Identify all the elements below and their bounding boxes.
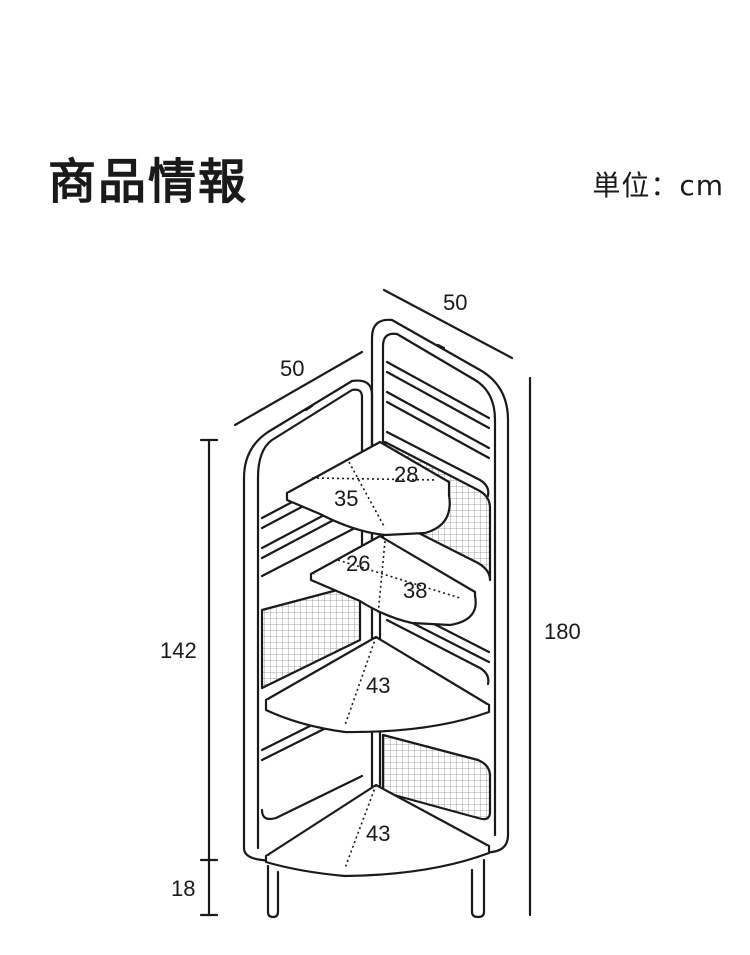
- dimension-lines: [199, 288, 532, 917]
- dim-shelf1-depth: 35: [334, 486, 358, 511]
- left-frame: [242, 379, 374, 864]
- dim-width-right: 50: [443, 290, 467, 315]
- page-title: 商品情報: [48, 154, 249, 210]
- shelf-4: [264, 783, 491, 878]
- unit-label: 単位：cm: [592, 169, 724, 202]
- dim-total-height: 180: [544, 619, 581, 644]
- dim-body-height: 142: [160, 638, 197, 663]
- dim-shelf3-radius: 43: [366, 673, 390, 698]
- shelf-2: [309, 534, 477, 627]
- dim-shelf2-width: 38: [403, 578, 427, 603]
- dim-leg-height: 18: [171, 876, 195, 901]
- shelf-1: [285, 440, 451, 537]
- dim-shelf2-depth: 26: [346, 551, 370, 576]
- shelf-3: [264, 635, 491, 734]
- dim-shelf1-width: 28: [394, 462, 418, 487]
- measure-guides: [311, 461, 461, 869]
- legs: [266, 858, 486, 919]
- dim-shelf4-radius: 43: [366, 821, 390, 846]
- dim-width-left: 50: [280, 356, 304, 381]
